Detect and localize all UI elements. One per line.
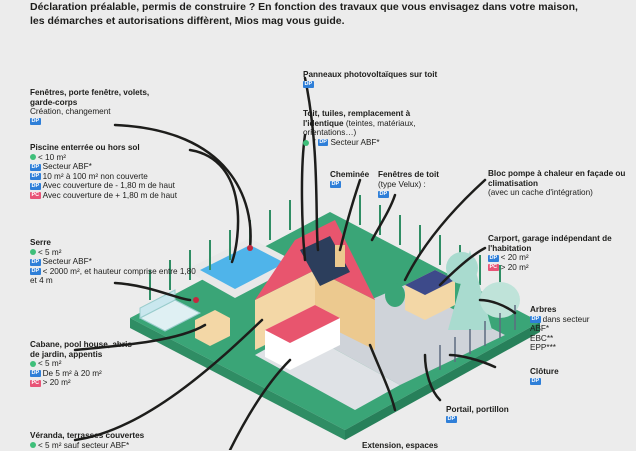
arbres-line2: ABF* bbox=[530, 324, 550, 334]
pc-badge: PC bbox=[30, 379, 41, 387]
toit-sub: (teintes, matériaux, orientations…) bbox=[303, 118, 416, 138]
dp-badge: DP bbox=[488, 254, 499, 262]
intro-text: Déclaration préalable, permis de constru… bbox=[30, 1, 578, 27]
dp-badge: DP bbox=[30, 173, 41, 181]
dp-badge: DP bbox=[378, 190, 389, 198]
carport-line2: > 20 m² bbox=[500, 262, 529, 272]
pool-water bbox=[200, 245, 285, 289]
label-fenetres: Fenêtres, porte fenêtre, volets, garde-c… bbox=[30, 88, 160, 126]
fenetres-title: Fenêtres, porte fenêtre, volets, garde-c… bbox=[30, 88, 150, 107]
label-extension: Extension, espaces bbox=[362, 441, 472, 451]
serre-line2: Secteur ABF* bbox=[42, 257, 92, 267]
pc-badge: PC bbox=[30, 192, 41, 200]
green-dot-icon bbox=[30, 361, 36, 368]
cloture-title: Clôture bbox=[530, 367, 559, 376]
cabane-line1: < 5 m² bbox=[38, 359, 62, 369]
piscine-title: Piscine enterrée ou hors sol bbox=[30, 143, 140, 152]
carport-line1: < 20 m² bbox=[500, 253, 529, 263]
label-toit: Toit, tuiles, remplacement à l'identique… bbox=[303, 109, 453, 147]
portail-title: Portail, portillon bbox=[446, 405, 509, 414]
dp-badge: DP bbox=[30, 182, 41, 190]
dp-badge: DP bbox=[530, 315, 541, 323]
dp-badge: DP bbox=[30, 258, 41, 266]
label-fenetres-toit: Fenêtres de toit (type Velux) : DP bbox=[378, 170, 458, 199]
house-right-wall bbox=[315, 270, 375, 350]
label-carport: Carport, garage indépendant de l'habitat… bbox=[488, 234, 633, 272]
bloc-title: Bloc pompe à chaleur en façade ou climat… bbox=[488, 169, 626, 188]
cabane-title: Cabane, pool house, abris de jardin, app… bbox=[30, 340, 132, 359]
cabane-line2: De 5 m² à 20 m² bbox=[42, 368, 102, 378]
cabane-line3: > 20 m² bbox=[42, 378, 71, 388]
label-panneaux: Panneaux photovoltaïques sur toit DP bbox=[303, 70, 483, 89]
arbres-title: Arbres bbox=[530, 305, 557, 314]
veranda-line1: < 5 m² sauf secteur ABF* bbox=[38, 440, 130, 450]
green-dot-icon bbox=[30, 249, 36, 256]
pc-badge: PC bbox=[488, 264, 499, 272]
panneaux-title: Panneaux photovoltaïques sur toit bbox=[303, 70, 438, 79]
arbres-line4: EPP*** bbox=[530, 343, 556, 353]
dp-badge: DP bbox=[30, 370, 41, 378]
extension-title: Extension, espaces bbox=[362, 441, 438, 450]
ground-right-side bbox=[345, 322, 540, 440]
serre-title: Serre bbox=[30, 238, 51, 247]
piscine-line4: Avec couverture de - 1,80 m de haut bbox=[42, 181, 175, 191]
piscine-line3: 10 m² à 100 m² non couverte bbox=[42, 171, 148, 181]
label-bloc: Bloc pompe à chaleur en façade ou climat… bbox=[488, 169, 628, 198]
toit-title: Toit, tuiles, remplacement à l'identique bbox=[303, 109, 411, 128]
serre-line3: < 2000 m², et hauteur comprise entre 1,8… bbox=[30, 266, 196, 286]
cabin bbox=[195, 310, 230, 346]
piscine-line1: < 10 m² bbox=[38, 152, 66, 162]
extension-roof bbox=[265, 305, 340, 343]
arbres-line3: EBC** bbox=[530, 333, 554, 343]
chimney bbox=[335, 245, 345, 267]
garage-roof bbox=[405, 270, 455, 295]
dp-badge: DP bbox=[30, 268, 41, 276]
dp-badge: DP bbox=[317, 139, 329, 147]
fenetres-toit-title: Fenêtres de toit bbox=[378, 170, 439, 179]
label-cloture: Clôture DP bbox=[530, 367, 610, 386]
fenetres-line1: Création, changement bbox=[30, 107, 111, 117]
green-dot-icon bbox=[303, 139, 309, 146]
veranda-title: Véranda, terrasses couvertes bbox=[30, 431, 145, 440]
bloc-sub: (avec un cache d'intégration) bbox=[488, 188, 593, 198]
dp-badge: DP bbox=[530, 377, 541, 385]
green-dot-icon bbox=[30, 154, 36, 161]
label-cheminee: Cheminée DP bbox=[330, 170, 390, 189]
greenhouse-roof bbox=[139, 289, 176, 319]
carport-title: Carport, garage indépendant de l'habitat… bbox=[488, 234, 612, 253]
serre-line1: < 5 m² bbox=[38, 247, 62, 257]
piscine-line5: Avec couverture de + 1,80 m de haut bbox=[42, 190, 177, 200]
label-veranda: Véranda, terrasses couvertes < 5 m² sauf… bbox=[30, 431, 200, 450]
toit-line1: Secteur ABF* bbox=[330, 137, 380, 147]
tree-cone bbox=[448, 250, 492, 330]
cheminee-title: Cheminée bbox=[330, 170, 370, 179]
toit-separator: / bbox=[311, 137, 318, 147]
label-cabane: Cabane, pool house, abris de jardin, app… bbox=[30, 340, 140, 388]
ground-left-side bbox=[130, 318, 345, 440]
dp-badge: DP bbox=[30, 163, 41, 171]
solar-panels bbox=[300, 236, 350, 286]
dp-badge: DP bbox=[446, 415, 457, 423]
dp-badge: DP bbox=[330, 180, 341, 188]
label-portail: Portail, portillon DP bbox=[446, 405, 546, 424]
piscine-line2: Secteur ABF* bbox=[42, 162, 92, 172]
arbres-line1: dans secteur bbox=[542, 314, 590, 324]
green-dot-icon bbox=[30, 442, 36, 449]
shrub bbox=[385, 283, 405, 307]
dp-badge: DP bbox=[303, 80, 314, 88]
dp-badge: DP bbox=[30, 118, 41, 126]
fenetres-toit-sub: (type Velux) : bbox=[378, 179, 426, 189]
